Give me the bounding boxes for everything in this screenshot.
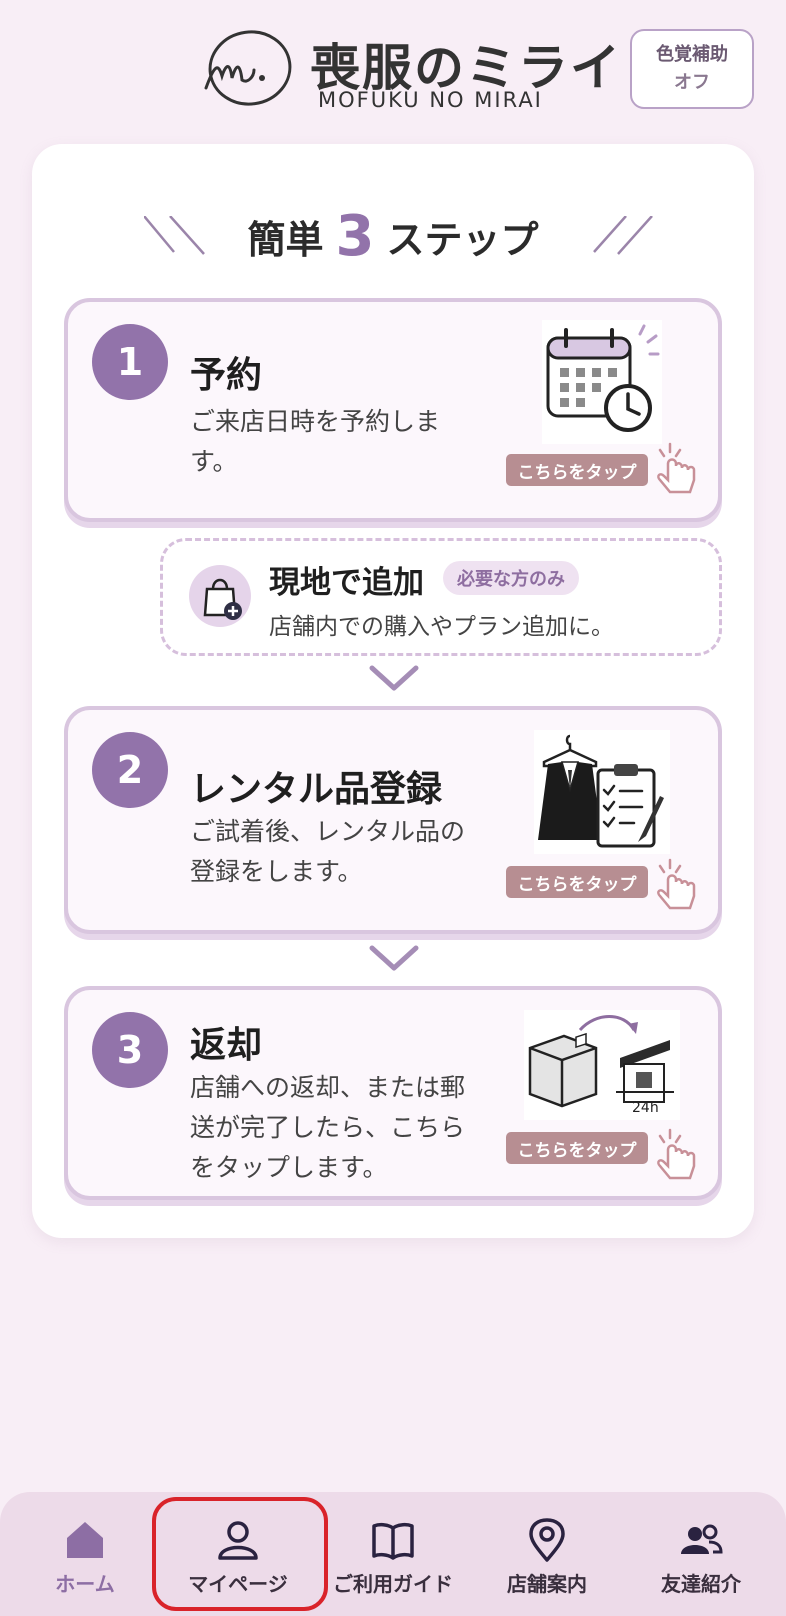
step-title: レンタル品登録 — [190, 769, 443, 810]
tap-hand-icon — [657, 1128, 696, 1180]
nav-label: 友達紹介 — [661, 1572, 741, 1596]
chevron-down-icon — [369, 665, 419, 691]
step-number: 3 — [92, 1012, 168, 1088]
color-assist-label: 色覚補助 — [656, 44, 728, 65]
nav-label: マイページ — [188, 1572, 288, 1596]
step-card-return[interactable]: 3 返却 店舗への返却、または郵送が完了したら、こちらをタップします。 24h … — [64, 986, 722, 1200]
calendar-clock-icon — [542, 320, 662, 444]
addon-icon-circle — [189, 565, 251, 627]
nav-item-friend-referral[interactable]: 友達紹介 — [624, 1492, 778, 1616]
step-card-reservation[interactable]: 1 予約 ご来店日時を予約します。 こちらをタップ — [64, 298, 722, 522]
map-pin-icon — [529, 1518, 565, 1562]
decorative-slash-right-icon — [593, 216, 653, 255]
steps-heading-suffix: ステップ — [386, 218, 539, 262]
nav-label: ご利用ガイド — [333, 1572, 453, 1596]
chevron-down-icon — [369, 945, 419, 971]
decorative-slash-left-icon — [144, 216, 205, 255]
step-title: 返却 — [190, 1025, 263, 1066]
nav-item-store[interactable]: 店舗案内 — [470, 1492, 624, 1616]
users-icon — [681, 1524, 723, 1554]
logo-title: 喪服のミライ — [310, 39, 622, 97]
onsite-addon-card[interactable]: 現地で追加 必要な方のみ 店舗内での購入やプラン追加に。 — [160, 538, 722, 656]
nav-item-mypage[interactable]: マイページ — [161, 1492, 315, 1616]
tap-hand-icon — [657, 442, 696, 494]
bottom-navigation: ホーム マイページ ご利用ガイド 店舗案内 友達紹介 — [0, 1492, 786, 1616]
step-number: 2 — [92, 732, 168, 808]
nav-item-guide[interactable]: ご利用ガイド — [316, 1492, 470, 1616]
color-assist-toggle[interactable]: 色覚補助 オフ — [630, 29, 754, 109]
book-icon — [372, 1522, 414, 1560]
steps-heading-number: 3 — [335, 204, 375, 269]
suit-clipboard-icon — [534, 730, 670, 854]
nav-item-home[interactable]: ホーム — [8, 1492, 162, 1616]
step-description: ご来店日時を予約します。 — [190, 407, 441, 476]
shopping-bag-plus-icon — [203, 578, 242, 620]
step-number: 1 — [92, 324, 168, 400]
box-post-icon: 24h — [524, 1010, 680, 1120]
steps-heading-prefix: 簡単 — [247, 218, 324, 262]
nav-label: ホーム — [55, 1572, 115, 1596]
addon-badge: 必要な方のみ — [443, 561, 579, 595]
step-title: 予約 — [190, 355, 263, 396]
color-assist-state: オフ — [674, 72, 710, 93]
user-icon — [218, 1521, 258, 1560]
step-description: ご試着後、レンタル品の登録をします。 — [190, 817, 466, 886]
nav-label: 店舗案内 — [507, 1572, 587, 1596]
step-description: 店舗への返却、または郵送が完了したら、こちらをタップします。 — [190, 1073, 466, 1182]
step-card-rental-registration[interactable]: 2 レンタル品登録 ご試着後、レンタル品の登録をします。 こちらをタップ — [64, 706, 722, 934]
tap-here-button[interactable]: こちらをタップ — [506, 1132, 648, 1164]
addon-title: 現地で追加 — [269, 565, 424, 601]
logo-subtitle: MOFUKU NO MIRAI — [318, 88, 543, 112]
post-24h-label: 24h — [632, 1100, 659, 1116]
home-icon — [67, 1522, 103, 1558]
tap-hand-icon — [657, 858, 696, 910]
logo-mark-icon — [204, 30, 292, 106]
tap-here-button[interactable]: こちらをタップ — [506, 866, 648, 898]
tap-here-button[interactable]: こちらをタップ — [506, 454, 648, 486]
app-header: 喪服のミライ MOFUKU NO MIRAI 色覚補助 オフ — [0, 0, 786, 130]
addon-description: 店舗内での購入やプラン追加に。 — [269, 614, 614, 640]
